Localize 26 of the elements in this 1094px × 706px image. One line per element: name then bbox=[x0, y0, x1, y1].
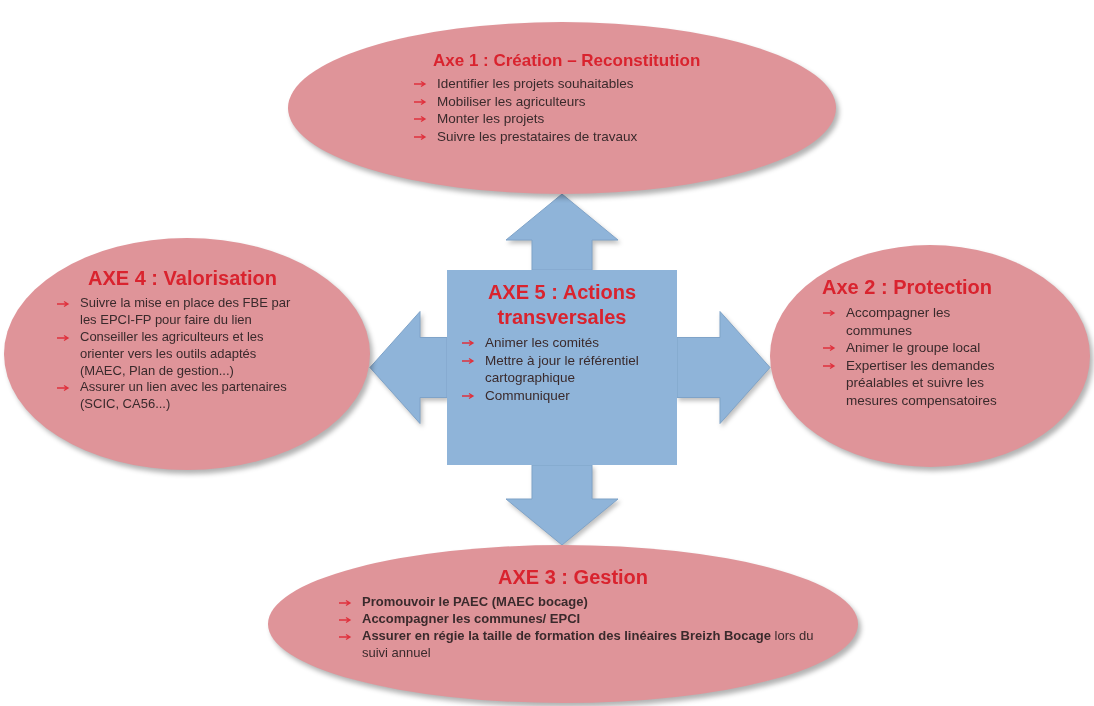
action-item: Accompagner les communes bbox=[846, 304, 952, 340]
axis-heading: AXE 5 : Actions transversales bbox=[486, 280, 638, 330]
block-arrow bbox=[369, 311, 448, 424]
action-item: Suivre la mise en place des FBE par les EPCI-FP pour faire du lien bbox=[80, 295, 292, 329]
action-item: Assurer en régie la taille de formation des linéaires Breizh Bocage lors du suivi annuel bbox=[362, 627, 815, 662]
action-item: Promouvoir le PAEC (MAEC bocage) bbox=[362, 594, 588, 611]
action-item: Monter les projets bbox=[437, 110, 545, 128]
axis-heading: AXE 4 : Valorisation bbox=[87, 266, 277, 291]
action-item: Animer le groupe local bbox=[846, 339, 981, 357]
action-item: Conseiller les agriculteurs et les orienter vers les outils adaptés (MAEC, Plan de gestion...) bbox=[80, 328, 265, 380]
block-arrow bbox=[505, 193, 619, 271]
action-item: Expertiser les demandes préalables et suivre les mesures compensatoires bbox=[846, 356, 998, 410]
action-item: Identifier les projets souhaitables bbox=[437, 75, 634, 93]
axis-heading: AXE 3 : Gestion bbox=[497, 565, 649, 590]
block-arrow bbox=[505, 464, 619, 546]
action-item: Communiquer bbox=[485, 386, 570, 405]
block-arrow bbox=[676, 311, 771, 424]
action-item: Animer les comités bbox=[485, 334, 600, 352]
axis-heading: Axe 2 : Protection bbox=[822, 275, 993, 300]
action-item: Accompagner les communes/ EPCI bbox=[362, 610, 581, 628]
action-item: Assurer un lien avec les partenaires (SCIC, CA56...) bbox=[80, 379, 288, 414]
action-item: Mobiliser les agriculteurs bbox=[437, 92, 586, 111]
axis-heading: Axe 1 : Création – Reconstitution bbox=[432, 50, 701, 72]
action-item: Mettre à jour le référentiel cartographique bbox=[485, 351, 640, 387]
center-box bbox=[447, 270, 677, 465]
action-item: Suivre les prestataires de travaux bbox=[437, 127, 638, 146]
